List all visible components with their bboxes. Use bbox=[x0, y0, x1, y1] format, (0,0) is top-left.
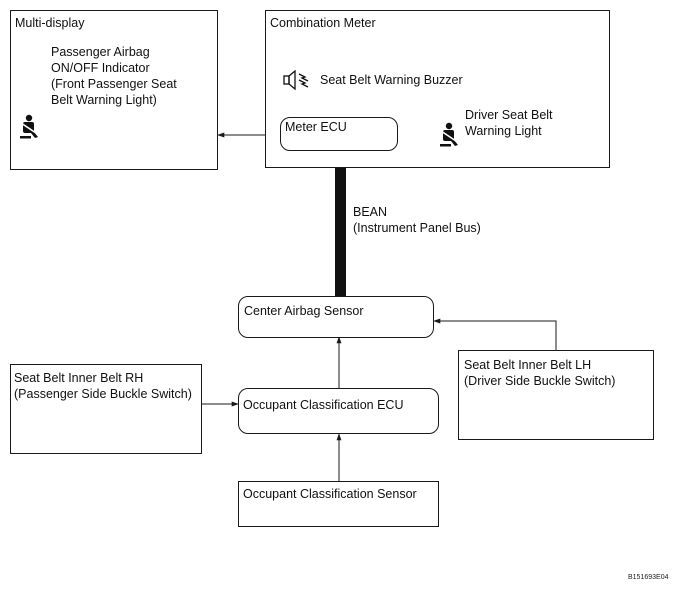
passenger-airbag-indicator-line3: (Front Passenger Seat bbox=[51, 77, 177, 91]
bus-name-label: BEAN bbox=[353, 205, 388, 219]
combination-meter-title: Combination Meter bbox=[270, 16, 376, 30]
passenger-seat-belt-warning-icon bbox=[20, 114, 38, 139]
multi-display-title: Multi-display bbox=[15, 16, 85, 30]
driver-seat-belt-light-line1: Driver Seat Belt bbox=[465, 108, 553, 122]
seat-belt-rh-line1: Seat Belt Inner Belt RH bbox=[14, 371, 144, 385]
multi-display-box bbox=[10, 10, 218, 170]
seat-belt-rh-line2: (Passenger Side Buckle Switch) bbox=[14, 387, 192, 401]
occupant-classification-sensor-label: Occupant Classification Sensor bbox=[243, 487, 417, 501]
driver-seat-belt-light-line2: Warning Light bbox=[465, 124, 542, 138]
bus-description-label: (Instrument Panel Bus) bbox=[353, 221, 481, 235]
occupant-classification-sensor-box bbox=[238, 481, 439, 527]
center-airbag-sensor-label: Center Airbag Sensor bbox=[244, 304, 364, 318]
passenger-airbag-indicator-line2: ON/OFF Indicator bbox=[51, 61, 150, 75]
occupant-classification-ecu-box bbox=[238, 388, 439, 434]
seat-belt-lh-line2: (Driver Side Buckle Switch) bbox=[464, 374, 616, 388]
passenger-airbag-indicator-line1: Passenger Airbag bbox=[51, 45, 150, 59]
seat-belt-lh-line1: Seat Belt Inner Belt LH bbox=[464, 358, 592, 372]
bean-bus-line bbox=[335, 168, 346, 296]
driver-seat-belt-warning-icon bbox=[440, 122, 458, 147]
arrow-lh-belt-to-center-airbag bbox=[433, 318, 557, 350]
seat-belt-warning-buzzer-label: Seat Belt Warning Buzzer bbox=[320, 73, 463, 87]
seat-belt-lh-box bbox=[458, 350, 654, 440]
figure-code: B151693E04 bbox=[628, 574, 669, 581]
meter-ecu-label: Meter ECU bbox=[285, 120, 347, 134]
occupant-classification-ecu-label: Occupant Classification ECU bbox=[243, 398, 404, 412]
seat-belt-rh-box bbox=[10, 364, 202, 454]
meter-ecu-box bbox=[280, 117, 398, 151]
speaker-icon bbox=[283, 70, 309, 91]
passenger-airbag-indicator-line4: Belt Warning Light) bbox=[51, 93, 157, 107]
center-airbag-sensor-box bbox=[238, 296, 434, 338]
